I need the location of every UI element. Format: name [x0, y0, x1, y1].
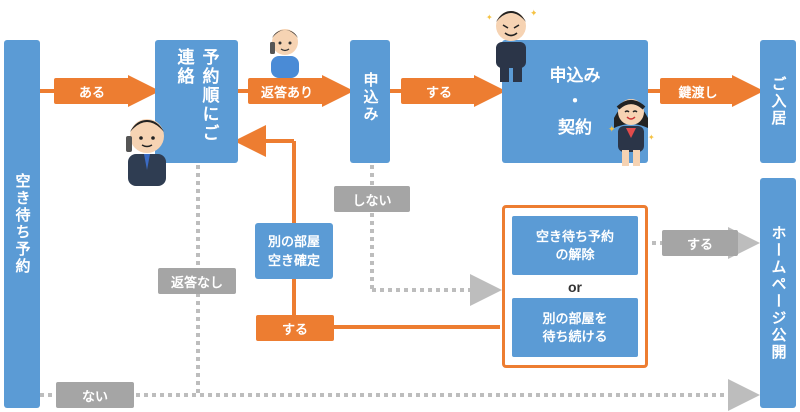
label-other-room-confirmed: 別の部屋 空き確定 — [255, 223, 333, 279]
label-not-do: しない — [334, 186, 410, 212]
label-reply-yes: 返答あり — [248, 78, 326, 104]
or-text: or — [568, 279, 582, 295]
node-move-in: ご入居 — [760, 40, 796, 163]
man-phone-icon — [270, 29, 299, 78]
label-none: ない — [56, 382, 134, 408]
node-waitlist-label: 空き待ち予約 — [13, 173, 31, 275]
node-apply-label: 申込み — [361, 72, 379, 123]
man-phone-icon — [126, 119, 166, 186]
node-move-in-label: ご入居 — [769, 76, 787, 127]
label-do-right: する — [662, 230, 738, 256]
label-do-bottom: する — [256, 315, 334, 341]
happy-woman-icon: ✦ ✦ — [608, 99, 655, 166]
label-no-reply: 返答なし — [158, 268, 236, 294]
node-contract-top: 申込み — [549, 65, 601, 85]
label-exists: ある — [54, 78, 130, 104]
excited-man-icon: ✦ ✦ — [486, 9, 536, 82]
option-cancel-line2: の解除 — [555, 246, 595, 262]
option-cancel: 空き待ち予約 の解除 — [512, 216, 638, 275]
svg-text:✦: ✦ — [486, 13, 493, 22]
option-keep-line1: 別の部屋を — [542, 310, 608, 326]
option-keep-line2: 待ち続ける — [542, 328, 608, 344]
node-apply: 申込み — [350, 40, 390, 163]
svg-text:✦: ✦ — [530, 9, 536, 19]
svg-text:✦: ✦ — [608, 125, 616, 135]
node-contact: 予約順にご連絡 — [155, 40, 238, 163]
node-homepage: ホームページ公開 — [760, 178, 796, 408]
node-contact-label: 予約順にご連絡 — [174, 47, 219, 143]
label-other-room-line2: 空き確定 — [267, 253, 320, 268]
label-key-handover: 鍵渡し — [660, 78, 736, 104]
svg-text:✦: ✦ — [648, 133, 655, 142]
node-homepage-label: ホームページ公開 — [769, 225, 787, 361]
label-other-room-line1: 別の部屋 — [267, 234, 320, 249]
node-waitlist: 空き待ち予約 — [4, 40, 40, 408]
node-contract-bottom: 契約 — [558, 117, 592, 137]
option-cancel-line1: 空き待ち予約 — [535, 228, 614, 244]
option-keep-waiting: 別の部屋を 待ち続ける — [512, 298, 638, 357]
label-do-apply: する — [401, 78, 477, 104]
node-contract-dot: ・ — [566, 91, 584, 111]
